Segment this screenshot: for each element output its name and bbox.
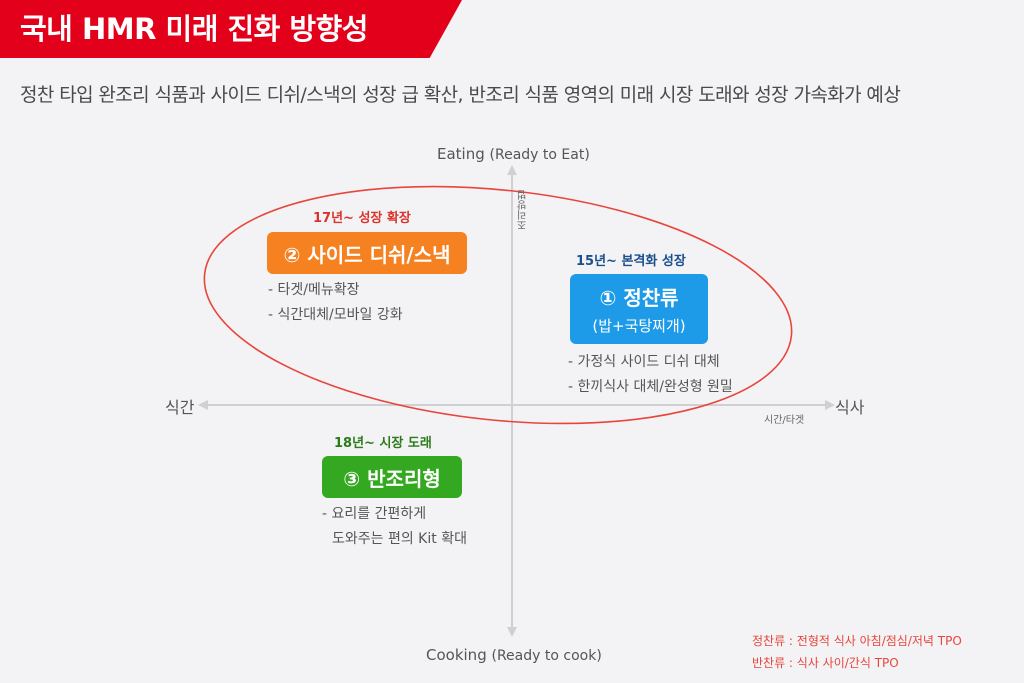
meal-title: ① 정찬류 — [599, 286, 679, 310]
top-arrow — [507, 165, 517, 175]
list-item: - 요리를 간편하게 — [322, 506, 427, 522]
side-dish-title: ② 사이드 디쉬/스낵 — [283, 242, 451, 267]
left-axis-label: 식간 — [165, 398, 195, 417]
list-item: - 타겟/메뉴확장 — [268, 282, 360, 298]
page-title: 국내 HMR 미래 진화 방향성 — [0, 0, 462, 58]
list-item: - 한끼식사 대체/완성형 원밀 — [568, 379, 733, 395]
y-axis-caption: 조리방법 — [518, 190, 529, 230]
footnote-side: 반찬류 : 식사 사이/간식 TPO — [752, 656, 899, 670]
semi-cooked-box: ③ 반조리형 — [322, 456, 462, 498]
semi-cooked-bullets: - 요리를 간편하게 도와주는 편의 Kit 확대 — [322, 502, 467, 552]
right-axis-label: 식사 — [835, 398, 865, 417]
side-dish-box: ② 사이드 디쉬/스낵 — [267, 232, 467, 274]
right-arrow — [825, 400, 835, 410]
bottom-axis-main: Cooking — [426, 646, 487, 664]
side-dish-bullets: - 타겟/메뉴확장 - 식간대체/모바일 강화 — [268, 278, 403, 328]
page-subtitle: 정찬 타입 완조리 식품과 사이드 디쉬/스낵의 성장 급 확산, 반조리 식품… — [20, 84, 901, 106]
semi-cooked-title: ③ 반조리형 — [343, 466, 441, 491]
meal-box: ① 정찬류 (밥+국탕찌개) — [570, 274, 708, 344]
list-item: 도와주는 편의 Kit 확대 — [332, 531, 467, 547]
top-axis-main: Eating — [437, 145, 485, 163]
list-item: - 식간대체/모바일 강화 — [268, 307, 403, 323]
meal-timing-label: 15년~ 본격화 성장 — [576, 254, 686, 269]
growth-ellipse — [203, 185, 793, 425]
list-item: - 가정식 사이드 디쉬 대체 — [568, 354, 720, 370]
meal-bullets: - 가정식 사이드 디쉬 대체 - 한끼식사 대체/완성형 원밀 — [568, 350, 733, 400]
semi-timing-label: 18년~ 시장 도래 — [334, 436, 432, 451]
top-axis-label: Eating (Ready to Eat) — [437, 145, 590, 163]
footnote-meal: 정찬류 : 전형적 식사 아침/점심/저녁 TPO — [752, 634, 962, 648]
left-arrow — [198, 400, 208, 410]
bottom-axis-paren: (Ready to cook) — [491, 648, 602, 664]
footnotes: 정찬류 : 전형적 식사 아침/점심/저녁 TPO 반찬류 : 식사 사이/간식… — [752, 630, 962, 674]
meal-subtitle: (밥+국탕찌개) — [592, 317, 686, 335]
side-timing-label: 17년~ 성장 확장 — [313, 211, 411, 226]
x-axis-caption: 시간/타겟 — [764, 415, 805, 426]
top-axis-paren: (Ready to Eat) — [489, 147, 590, 163]
bottom-axis-label: Cooking (Ready to cook) — [426, 646, 602, 664]
bottom-arrow — [507, 627, 517, 637]
